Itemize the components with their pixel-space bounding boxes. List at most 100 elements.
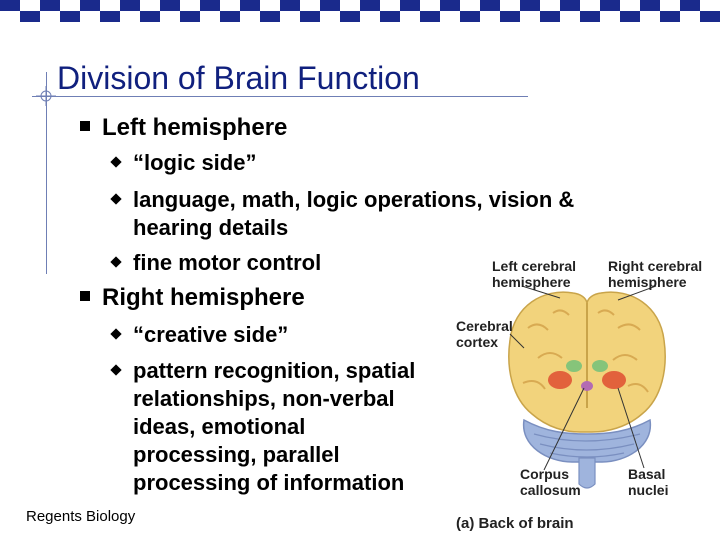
strip-cell [360,0,380,11]
strip-cell [700,0,720,11]
strip-cell [340,11,360,22]
title-divider [32,96,528,97]
footer-label: Regents Biology [26,508,136,525]
strip-cell [260,0,280,11]
strip-cell [160,0,180,11]
diamond-bullet-icon [110,193,122,205]
strip-cell [420,0,440,11]
cerebellum-folds [533,433,641,458]
strip-cell [40,11,60,22]
strip-cell [660,0,680,11]
strip-cell [280,11,300,22]
leader-line-left-hemisphere [521,285,561,299]
strip-cell [440,11,460,22]
strip-cell [480,0,500,11]
strip-cell [100,11,120,22]
sub-bullet-text: “creative side” [133,322,289,347]
vertical-divider [46,72,47,274]
strip-cell [60,0,80,11]
strip-cell [680,0,700,11]
strip-cell [380,0,400,11]
strip-cell [560,0,580,11]
square-bullet-icon [80,121,90,131]
strip-cell [100,0,120,11]
strip-cell [60,11,80,22]
strip-cell [20,0,40,11]
inner-structure-left [566,360,582,372]
strip-cell [580,0,600,11]
strip-cell [200,11,220,22]
right-hemisphere-heading: Right hemisphere [102,284,305,311]
strip-cell [560,11,580,22]
left-hemisphere-heading: Left hemisphere [102,114,288,141]
strip-cell [620,0,640,11]
strip-cell [500,11,520,22]
sub-bullet-text: “logic side” [133,150,257,175]
strip-cell [620,11,640,22]
bullet-right-hemisphere: Right hemisphere [80,284,305,312]
diamond-bullet-icon [110,364,122,376]
sub-bullet-text-line5: processing of information [133,470,405,495]
strip-cell [320,11,340,22]
strip-cell [300,11,320,22]
strip-cell [280,0,300,11]
strip-cell [180,11,200,22]
strip-cell [380,11,400,22]
strip-cell [700,11,720,22]
strip-cell [20,11,40,22]
strip-cell [240,0,260,11]
strip-cell [640,11,660,22]
square-bullet-icon [80,291,90,301]
strip-cell [260,11,280,22]
strip-cell [520,11,540,22]
brain-stem [578,457,596,489]
sub-bullet-pattern-recognition: pattern recognition, spatial relationshi… [110,357,415,497]
strip-cell [220,0,240,11]
strip-cell [420,11,440,22]
strip-cell [600,0,620,11]
strip-cell [300,0,320,11]
sub-bullet-text-line2: hearing details [133,215,289,240]
strip-cell [480,11,500,22]
crosshair-icon [36,86,56,106]
sub-bullet-text: fine motor control [133,250,322,275]
strip-cell [460,11,480,22]
strip-cell [540,11,560,22]
strip-cell [140,0,160,11]
cortex-folds [522,309,649,393]
strip-cell [540,0,560,11]
strip-cell [400,11,420,22]
strip-cell [360,11,380,22]
strip-cell [640,0,660,11]
strip-cell [80,0,100,11]
strip-cell [320,0,340,11]
strip-cell [680,11,700,22]
strip-cell [120,11,140,22]
strip-cell [660,11,680,22]
strip-cell [600,11,620,22]
strip-cell [220,11,240,22]
strip-cell [0,0,20,11]
sub-bullet-text-line3: ideas, emotional [133,414,306,439]
sub-bullet-text-line4: processing, parallel [133,442,340,467]
figure-caption: (a) Back of brain [456,515,574,532]
basal-nucleus-right [602,371,626,389]
strip-cell [160,11,180,22]
strip-cell [500,0,520,11]
leader-line-cortex [509,333,525,349]
strip-cell [340,0,360,11]
leader-line-right-hemisphere [617,285,657,301]
basal-nucleus-left [548,371,572,389]
sub-bullet-creative-side: “creative side” [110,321,289,349]
strip-cell [0,11,20,22]
sub-bullet-language-math: language, math, logic operations, vision… [110,186,574,242]
diamond-bullet-icon [110,328,122,340]
leader-line-basal-nuclei [617,387,645,469]
inner-structure-right [592,360,608,372]
strip-cell [200,0,220,11]
